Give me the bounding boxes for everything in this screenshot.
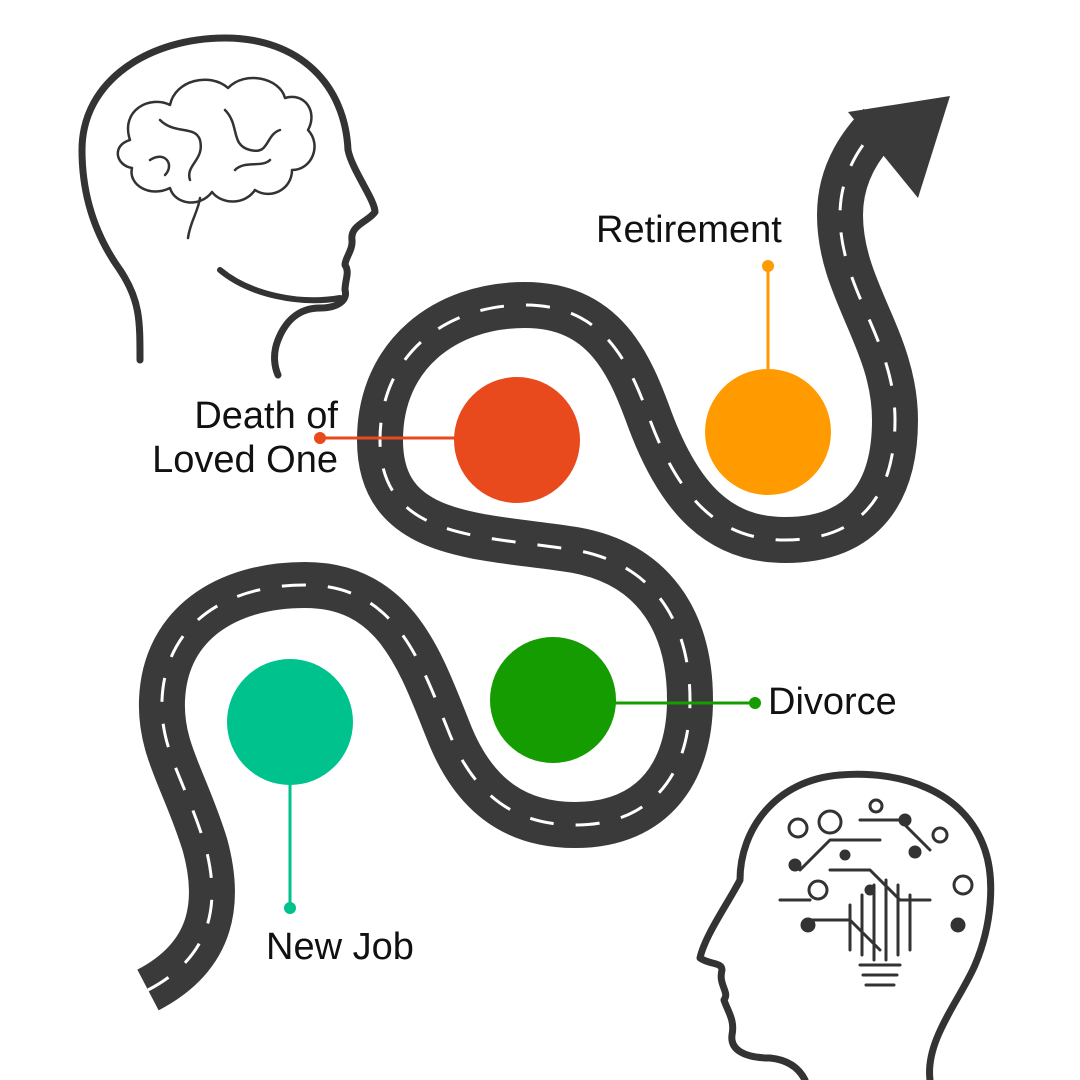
death-connector-dot	[314, 432, 326, 444]
new-job-circle	[227, 659, 353, 785]
death-circle	[454, 377, 580, 503]
road-center-dashes	[147, 123, 897, 992]
divorce-circle	[490, 637, 616, 763]
event-markers	[227, 369, 831, 785]
circuit-brain-head-icon	[696, 770, 995, 1080]
retirement-label: Retirement	[596, 209, 782, 251]
death-label-line2: Loved One	[152, 439, 338, 481]
road-body	[136, 108, 918, 1011]
death-label: Death of Loved One	[110, 394, 338, 482]
retirement-connector-dot	[762, 260, 774, 272]
retirement-circle	[705, 369, 831, 495]
divorce-label: Divorce	[768, 681, 897, 723]
death-label-line1: Death of	[194, 395, 338, 437]
connectors	[284, 260, 774, 914]
winding-road	[136, 96, 950, 1011]
divorce-connector-dot	[749, 697, 761, 709]
brain-head-icon	[78, 34, 379, 379]
new-job-connector-dot	[284, 902, 296, 914]
arrow-head-icon	[848, 96, 950, 198]
new-job-label: New Job	[266, 926, 414, 968]
